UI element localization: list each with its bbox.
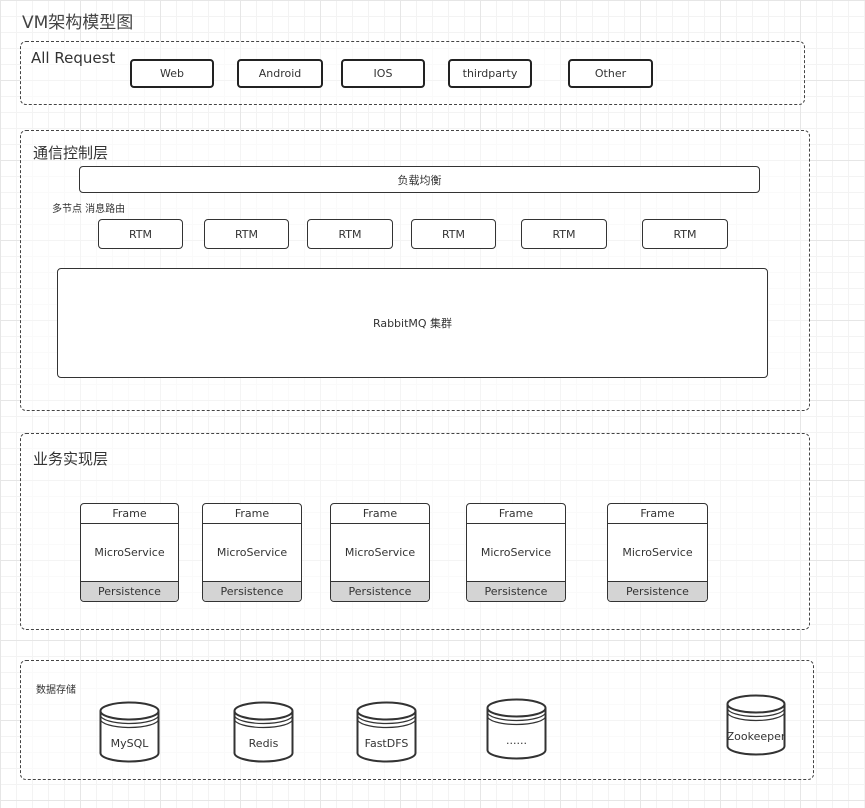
persistence-section: Persistence [331,581,429,601]
request-layer-label: All Request [31,49,116,67]
database-cylinder: MySQL [99,701,160,763]
client-ios: IOS [341,59,425,88]
frame-section: Frame [608,504,707,524]
database-cylinder: Zookeeper [726,694,786,756]
rtm-node: RTM [204,219,289,249]
load-balancer: 负载均衡 [79,166,760,193]
storage-layer-label: 数据存储 [36,685,76,696]
microservice-section: MicroService [480,546,552,559]
database-label: MySQL [110,736,149,750]
microservice-section: MicroService [344,546,416,559]
database-label: ...... [506,733,527,747]
routing-label: 多节点 消息路由 [52,204,126,215]
rtm-node: RTM [642,219,728,249]
microservice-section: MicroService [216,546,288,559]
frame-section: Frame [467,504,565,524]
microservice-section: MicroService [622,546,693,559]
frame-section: Frame [331,504,429,524]
business-layer-label: 业务实现层 [33,450,109,468]
diagram-title: VM架构模型图 [22,13,134,33]
frame-section: Frame [81,504,178,524]
persistence-section: Persistence [608,581,707,601]
database-label: FastDFS [364,736,409,750]
frame-section: Frame [203,504,301,524]
rtm-node: RTM [411,219,496,249]
microservice-card: Frame MicroService Persistence [466,503,566,602]
client-android: Android [237,59,323,88]
database-icon [726,694,786,756]
persistence-section: Persistence [467,581,565,601]
microservice-card: Frame MicroService Persistence [607,503,708,602]
database-icon [233,701,294,763]
microservice-card: Frame MicroService Persistence [202,503,302,602]
rtm-node: RTM [307,219,393,249]
rtm-node: RTM [98,219,183,249]
client-thirdparty: thirdparty [448,59,532,88]
database-icon [486,698,547,760]
database-cylinder: ...... [486,698,547,760]
rtm-node: RTM [521,219,607,249]
rabbitmq-cluster: RabbitMQ 集群 [57,268,768,378]
persistence-section: Persistence [81,581,178,601]
database-icon [99,701,160,763]
database-label: Zookeeper [726,729,786,743]
database-icon [356,701,417,763]
microservice-card: Frame MicroService Persistence [80,503,179,602]
client-other: Other [568,59,653,88]
persistence-section: Persistence [203,581,301,601]
database-cylinder: Redis [233,701,294,763]
database-cylinder: FastDFS [356,701,417,763]
microservice-section: MicroService [94,546,165,559]
microservice-card: Frame MicroService Persistence [330,503,430,602]
database-label: Redis [248,736,279,750]
comm-layer-label: 通信控制层 [33,144,109,162]
client-web: Web [130,59,214,88]
